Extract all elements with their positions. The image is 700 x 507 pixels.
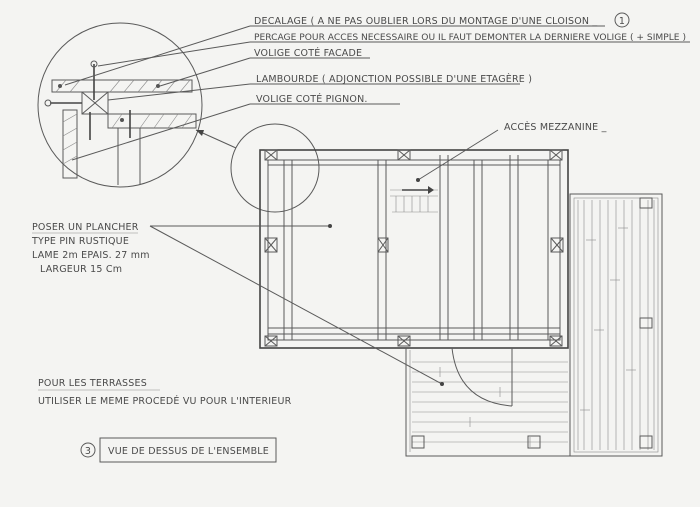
note-plancher-4: LARGEUR 15 Cm	[40, 264, 122, 275]
annotations: DECALAGE ( A NE PAS OUBLIER LORS DU MONT…	[31, 12, 686, 463]
note-plancher-3: LAME 2m EPAIS. 27 mm	[32, 250, 150, 261]
note-volige-pignon: VOLIGE COTÉ PIGNON.	[256, 93, 368, 105]
detail-circle	[37, 22, 237, 188]
note-acces-mezzanine: ACCÈS MEZZANINE _	[504, 121, 607, 133]
note-terrasse-1: POUR LES TERRASSES	[38, 378, 147, 389]
zoom-circle	[230, 123, 320, 213]
note-lambourde: LAMBOURDE ( ADJONCTION POSSIBLE D'UNE ET…	[256, 73, 532, 85]
note-decalage-num: 1	[619, 16, 625, 27]
note-plancher-1: POSER UN PLANCHER	[32, 222, 139, 233]
right-terrace	[569, 193, 663, 457]
note-terrasse-2: UTILISER LE MEME PROCEDÉ VU POUR L'INTER…	[38, 395, 292, 407]
view-title: VUE DE DESSUS DE L'ENSEMBLE	[108, 446, 269, 457]
detail-leaders	[64, 25, 690, 161]
note-percage: PERCAGE POUR ACCES NECESSAIRE OU IL FAUT…	[254, 33, 686, 43]
note-decalage: DECALAGE ( A NE PAS OUBLIER LORS DU MONT…	[254, 16, 597, 27]
plan-leaders	[149, 129, 499, 386]
note-volige-facade: VOLIGE COTÉ FACADE	[254, 47, 362, 59]
title-num: 3	[85, 446, 91, 457]
note-plancher-2: TYPE PIN RUSTIQUE	[31, 236, 129, 247]
floor-plan	[259, 149, 569, 349]
bottom-terrace	[405, 347, 570, 457]
